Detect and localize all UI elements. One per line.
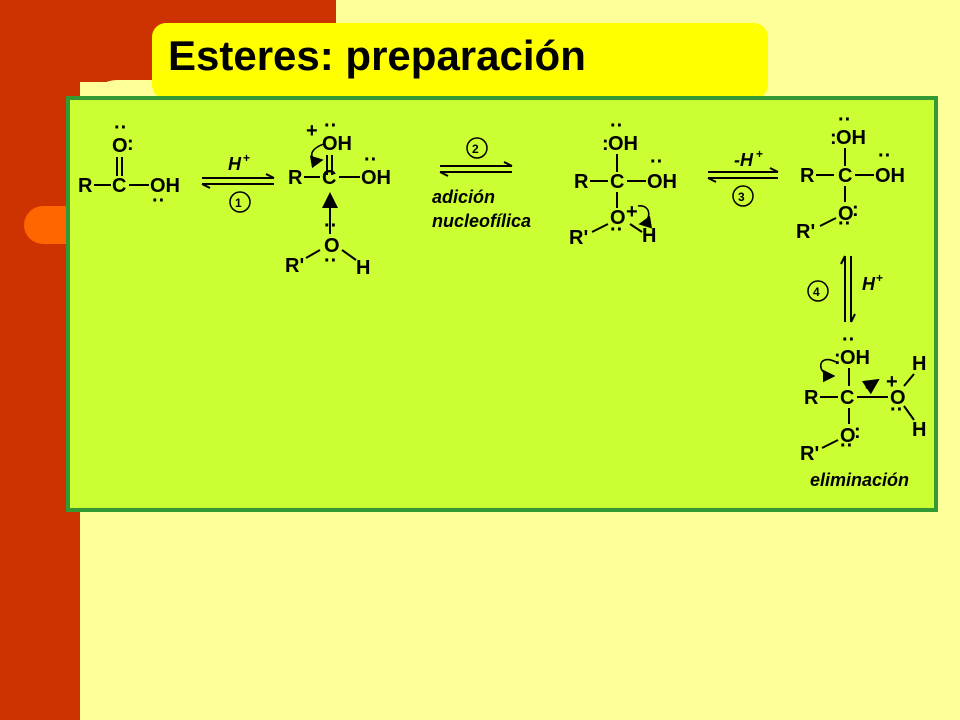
equilibrium-arrow-step-2: 2 adición nucleofílica <box>432 137 531 231</box>
group-OH: OH <box>836 127 866 149</box>
atom-R-prime: R' <box>569 227 588 249</box>
slide-title: Esteres: preparación <box>168 32 586 79</box>
charge-plus: + <box>886 371 898 393</box>
lone-pair-dots: ·· <box>324 115 337 137</box>
atom-O: O <box>838 203 854 225</box>
lone-pair-dots: ·· <box>838 213 851 235</box>
atom-H: H <box>912 353 926 375</box>
lone-pair-dots: ·· <box>114 117 127 139</box>
equilibrium-arrow-step-3: -H + 3 <box>707 147 779 207</box>
atom-C: C <box>610 171 624 193</box>
equilibrium-arrow-step-1: H + 1 <box>201 151 275 213</box>
group-OH: OH <box>150 175 180 197</box>
step-label-eliminacion: eliminación <box>810 470 909 490</box>
lone-pair-dots: ·· <box>838 109 851 131</box>
group-OH: OH <box>608 133 638 155</box>
atom-C: C <box>840 387 854 409</box>
reagent-minus-H-plus: -H <box>734 150 754 170</box>
lone-pair-colon: : <box>830 127 837 149</box>
group-OH: OH <box>840 347 870 369</box>
atom-C: C <box>838 165 852 187</box>
lone-pair-colon: : <box>854 421 861 443</box>
atom-R: R <box>288 167 303 189</box>
charge-plus: + <box>626 201 638 223</box>
lone-pair-dots: ·· <box>890 399 903 421</box>
lone-pair-dots: ·· <box>842 329 855 351</box>
atom-O: O <box>840 425 856 447</box>
step-number-4: 4 <box>813 285 820 299</box>
atom-R-prime: R' <box>796 221 815 243</box>
title-box <box>152 23 768 99</box>
atom-R: R <box>574 171 589 193</box>
atom-H: H <box>912 419 926 441</box>
reagent-H-plus: H <box>228 154 242 174</box>
group-OH: OH <box>875 165 905 187</box>
lone-pair-colon: : <box>602 133 609 155</box>
lone-pair-dots: ·· <box>878 145 891 167</box>
group-OH: OH <box>322 133 352 155</box>
lone-pair-dots: ·· <box>650 151 663 173</box>
lone-pair-dots: ·· <box>324 250 337 272</box>
step-number-1: 1 <box>235 196 242 210</box>
charge-plus: + <box>306 120 318 142</box>
step-number-2: 2 <box>472 142 479 156</box>
atom-O: O <box>890 387 906 409</box>
charge-plus: + <box>756 147 763 161</box>
molecule-water-elimination: ·· : OH R C + O ·· H H O : ·· R' elimina… <box>800 329 926 490</box>
equilibrium-arrow-step-4: 4 H + <box>807 255 883 323</box>
atom-R-prime: R' <box>285 255 304 277</box>
lone-pair-colon: : <box>852 199 859 221</box>
atom-R: R <box>800 165 815 187</box>
step-number-3: 3 <box>738 190 745 204</box>
atom-C: C <box>112 175 126 197</box>
atom-R: R <box>78 175 93 197</box>
molecule-protonated-acid: + ·· OH R C ·· OH ·· O ·· R' H <box>285 115 391 279</box>
atom-O: O <box>112 135 128 157</box>
atom-H: H <box>356 257 370 279</box>
step-label-adicion: adición <box>432 187 495 207</box>
atom-R: R <box>804 387 819 409</box>
atom-H: H <box>642 225 656 247</box>
lone-pair-colon: : <box>834 347 841 369</box>
lone-pair-colon: : <box>127 133 134 155</box>
charge-plus: + <box>876 271 883 285</box>
atom-O: O <box>324 235 340 257</box>
molecule-neutral-intermediate: ·· : OH R C ·· OH O : ·· R' <box>796 109 905 243</box>
step-label-nucleofilica: nucleofílica <box>432 211 531 231</box>
lone-pair-dots: ·· <box>610 219 623 241</box>
lone-pair-dots: ·· <box>324 215 337 237</box>
charge-plus: + <box>243 151 250 165</box>
molecule-tetrahedral-intermediate: ·· : OH R C ·· OH O + ·· R' H <box>569 115 677 249</box>
lone-pair-dots: ·· <box>364 149 377 171</box>
reagent-H-plus: H <box>862 274 876 294</box>
molecule-carboxylic-acid: ·· O : R C OH ·· <box>78 117 180 212</box>
group-OH: OH <box>647 171 677 193</box>
atom-C: C <box>322 167 336 189</box>
atom-O: O <box>610 207 626 229</box>
group-OH: OH <box>361 167 391 189</box>
atom-R-prime: R' <box>800 443 819 465</box>
lone-pair-dots: ·· <box>152 190 165 212</box>
lone-pair-dots: ·· <box>840 435 853 457</box>
lone-pair-dots: ·· <box>610 115 623 137</box>
